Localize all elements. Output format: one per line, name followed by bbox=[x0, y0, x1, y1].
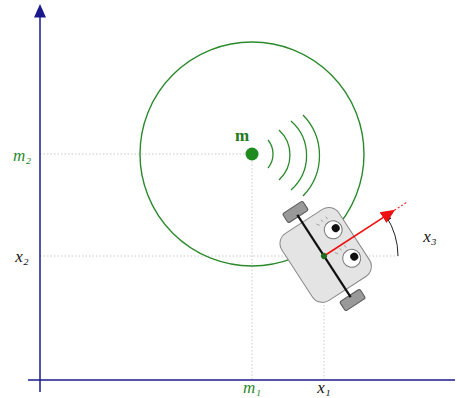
signal-waves bbox=[268, 115, 319, 196]
landmark bbox=[246, 148, 259, 161]
axes bbox=[28, 10, 455, 392]
angle-label: x₃ bbox=[423, 228, 436, 245]
axis-tick-label: m₂ bbox=[13, 147, 31, 164]
axis-tick-label: m₁ bbox=[243, 379, 261, 396]
landmark-label: m bbox=[235, 127, 249, 144]
guide-lines bbox=[40, 154, 398, 380]
range-circle bbox=[140, 42, 364, 266]
robot bbox=[266, 154, 438, 322]
axis-tick-label: x₁ bbox=[317, 379, 330, 396]
angle-arc bbox=[386, 216, 398, 256]
axis-tick-label: x₂ bbox=[15, 248, 28, 265]
